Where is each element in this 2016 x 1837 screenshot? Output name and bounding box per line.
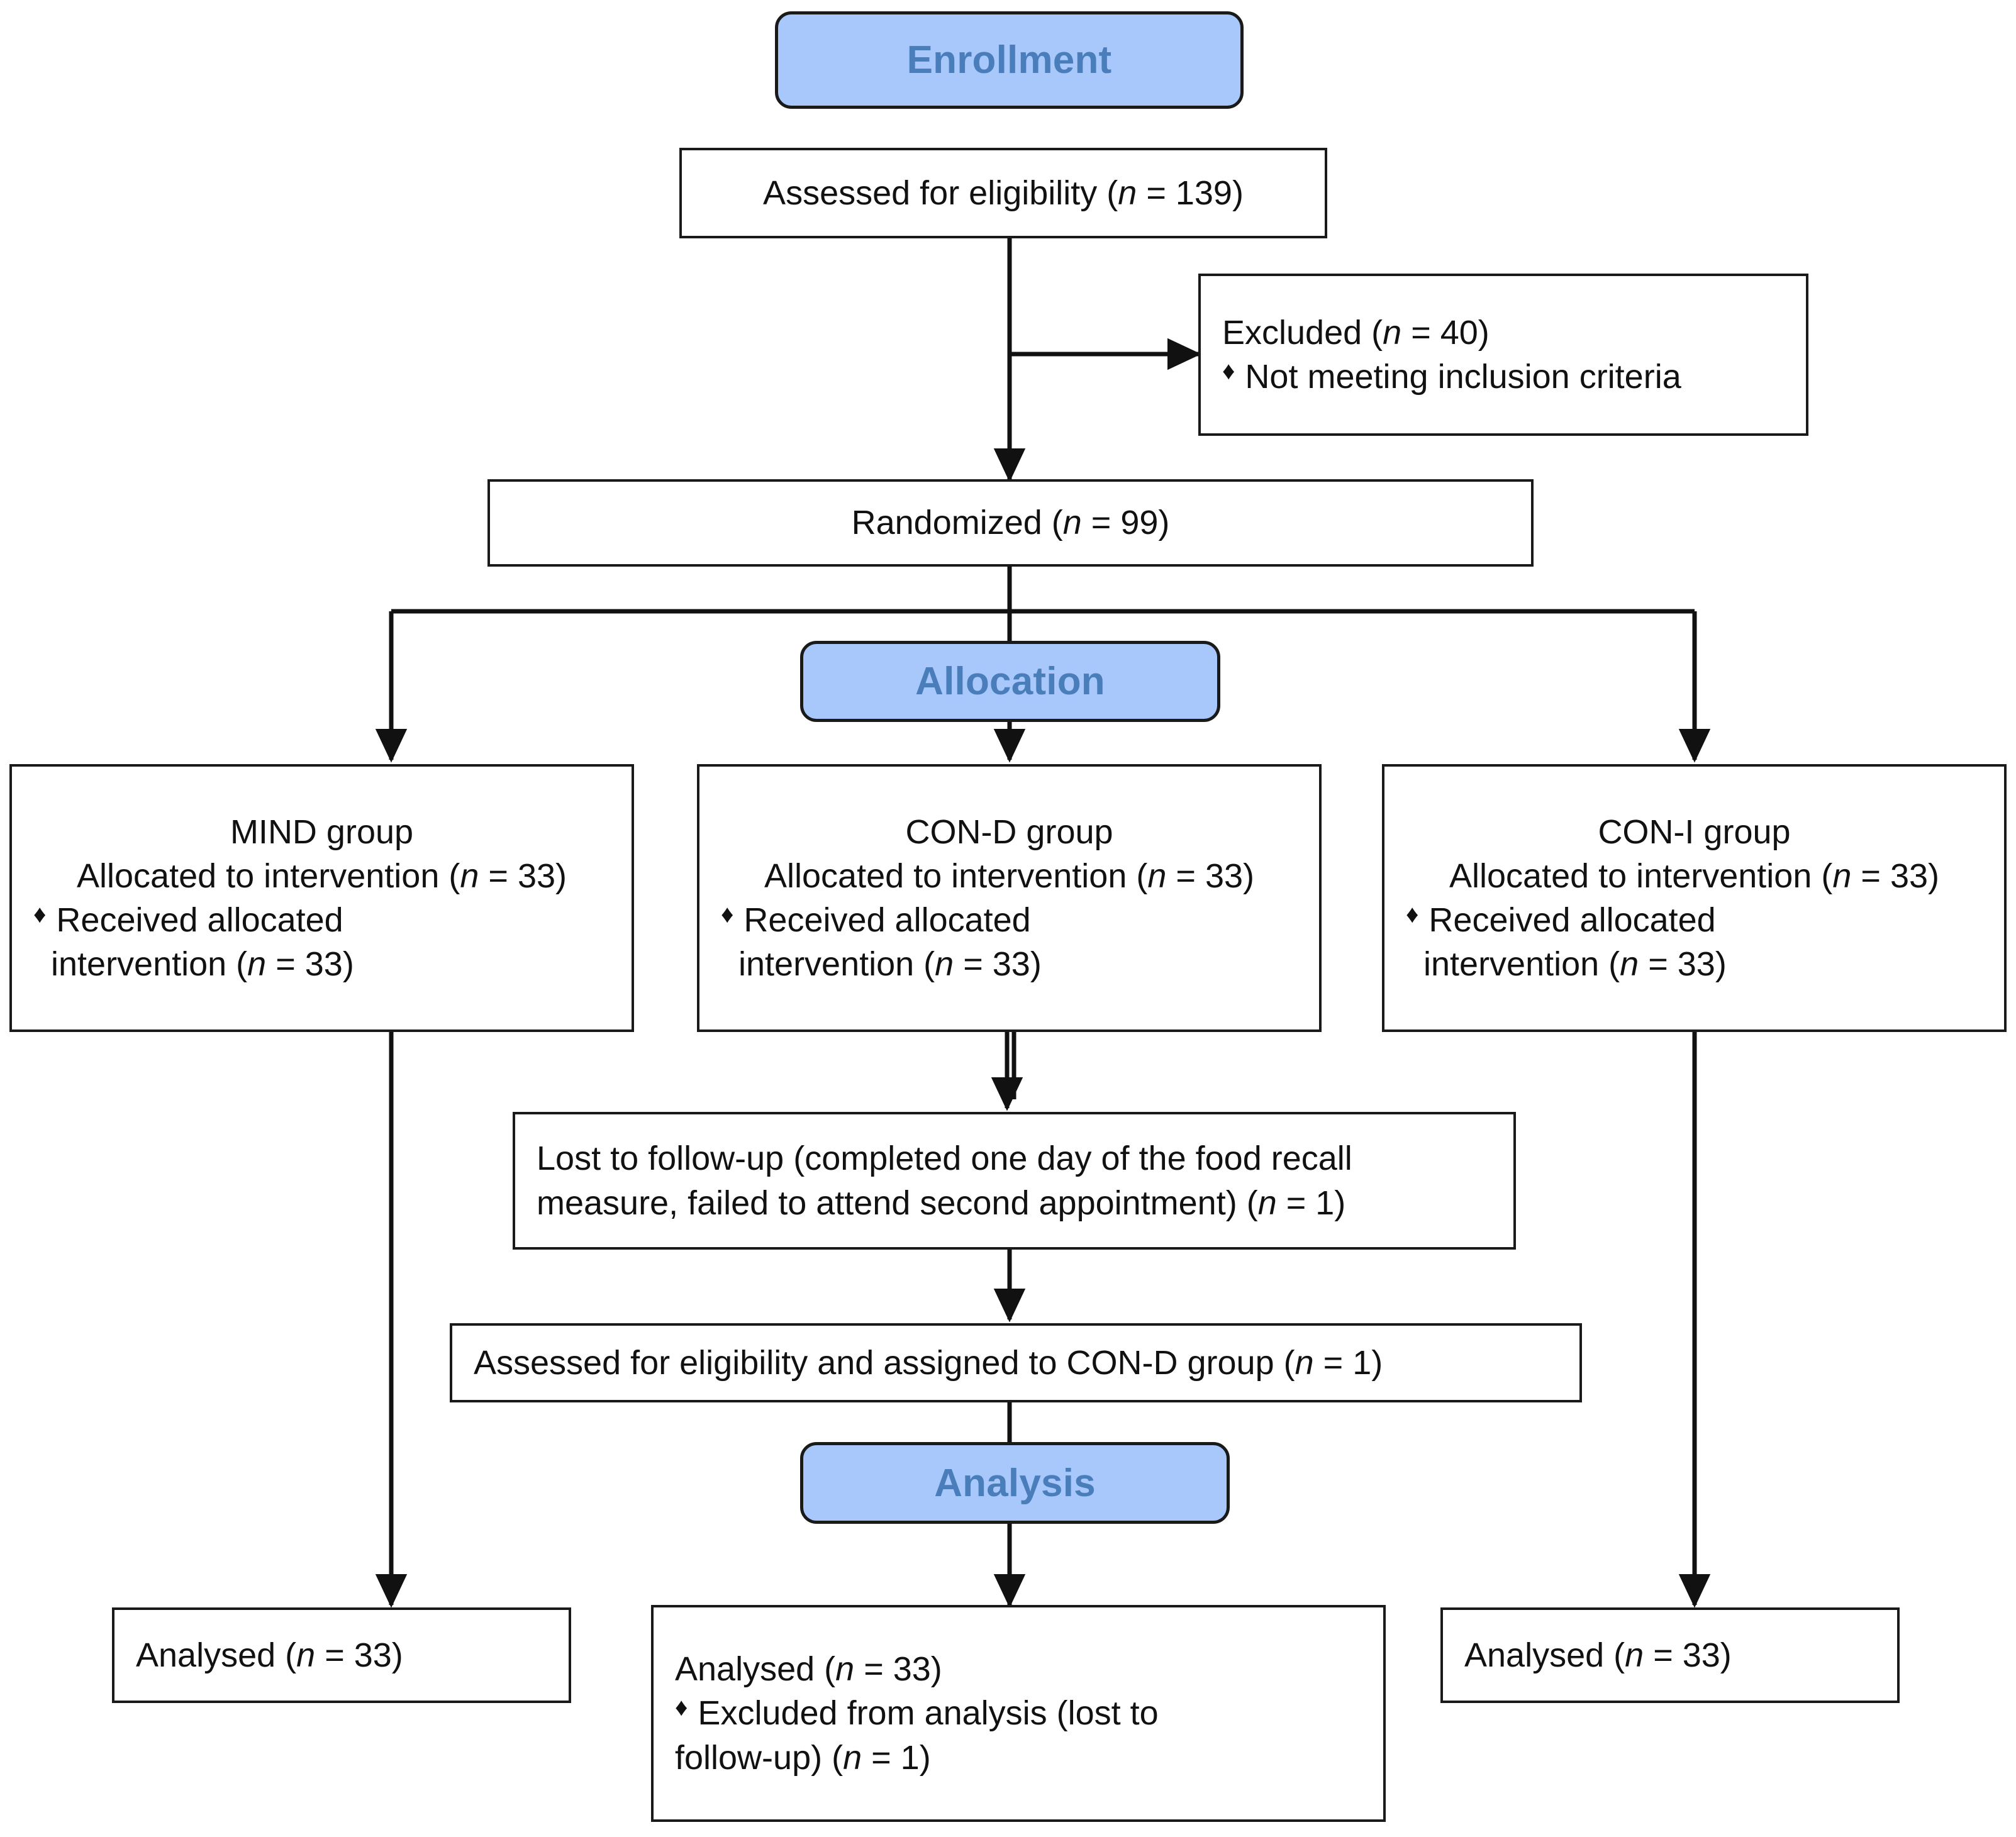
- cond-received-count-text: intervention (n = 33): [738, 945, 1042, 984]
- box-coni-group: CON-I group Allocated to intervention (n…: [1382, 764, 2007, 1032]
- excluded-reason-text: Not meeting inclusion criteria: [1245, 358, 1681, 396]
- box-analysed-coni: Analysed (n = 33): [1440, 1607, 1900, 1703]
- italic-n: n: [843, 1738, 862, 1777]
- stage-header-analysis: Analysis: [800, 1442, 1230, 1524]
- italic-n: n: [1625, 1636, 1644, 1674]
- box-randomized: Randomized (n = 99): [487, 479, 1534, 567]
- italic-n: n: [835, 1650, 855, 1689]
- coni-received-row: ♦ Received allocated: [1384, 898, 2004, 942]
- italic-n: n: [1147, 857, 1167, 895]
- diamond-bullet-icon: ♦: [721, 901, 734, 928]
- box-mind-group: MIND group Allocated to intervention (n …: [9, 764, 634, 1032]
- box-reassigned-to-cond: Assessed for eligibility and assigned to…: [450, 1323, 1582, 1402]
- analysed-mid-excluded-row: ♦ Excluded from analysis (lost to: [654, 1691, 1383, 1735]
- italic-n: n: [460, 857, 479, 895]
- box-lost-to-followup: Lost to follow-up (completed one day of …: [513, 1112, 1516, 1250]
- italic-n: n: [1620, 945, 1639, 984]
- mind-received-row: ♦ Received allocated: [12, 898, 632, 942]
- analysed-mid-excluded-text: Excluded from analysis (lost to: [698, 1694, 1159, 1733]
- italic-n: n: [296, 1636, 316, 1674]
- stage-header-analysis-label: Analysis: [934, 1461, 1096, 1505]
- cond-received-text: Received allocated: [743, 901, 1031, 939]
- box-analysed-mind: Analysed (n = 33): [112, 1607, 571, 1703]
- box-analysed-cond: Analysed (n = 33) ♦ Excluded from analys…: [651, 1605, 1386, 1822]
- italic-n: n: [1383, 313, 1402, 352]
- randomized-text: Randomized (n = 99): [851, 504, 1170, 542]
- diamond-bullet-icon: ♦: [33, 901, 47, 928]
- assessed-text: Assessed for eligibility (n = 139): [763, 174, 1244, 212]
- cond-group-title: CON-D group: [905, 813, 1113, 851]
- diamond-bullet-icon: ♦: [1406, 901, 1419, 928]
- coni-received-text: Received allocated: [1428, 901, 1716, 939]
- box-cond-group: CON-D group Allocated to intervention (n…: [697, 764, 1322, 1032]
- cond-received-row: ♦ Received allocated: [699, 898, 1319, 942]
- italic-n: n: [1062, 504, 1082, 542]
- stage-header-enrollment-label: Enrollment: [906, 38, 1112, 82]
- cond-allocated-text: Allocated to intervention (n = 33): [764, 857, 1254, 895]
- box-assessed-for-eligibility: Assessed for eligibility (n = 139): [679, 148, 1327, 238]
- stage-header-allocation: Allocation: [800, 641, 1220, 722]
- italic-n: n: [1257, 1184, 1277, 1222]
- lost-followup-line1: Lost to follow-up (completed one day of …: [537, 1140, 1352, 1178]
- analysed-mid-excluded-count-text: follow-up) (n = 1): [675, 1738, 931, 1777]
- analysed-mid-count-text: Analysed (n = 33): [675, 1650, 942, 1689]
- mind-received-count-text: intervention (n = 33): [51, 945, 354, 984]
- excluded-reason-row: ♦ Not meeting inclusion criteria: [1201, 355, 1806, 399]
- stage-header-enrollment: Enrollment: [775, 11, 1244, 109]
- analysed-right-text: Analysed (n = 33): [1464, 1636, 1732, 1674]
- lost-followup-line2: measure, failed to attend second appoint…: [537, 1184, 1346, 1222]
- mind-group-title: MIND group: [230, 813, 414, 851]
- italic-n: n: [1295, 1343, 1314, 1382]
- diamond-bullet-icon: ♦: [1222, 357, 1235, 385]
- italic-n: n: [1832, 857, 1852, 895]
- mind-allocated-text: Allocated to intervention (n = 33): [77, 857, 567, 895]
- mind-received-text: Received allocated: [56, 901, 343, 939]
- italic-n: n: [1118, 174, 1137, 212]
- diamond-bullet-icon: ♦: [675, 1694, 688, 1722]
- reassigned-text: Assessed for eligibility and assigned to…: [474, 1343, 1383, 1382]
- italic-n: n: [935, 945, 954, 984]
- analysed-left-text: Analysed (n = 33): [136, 1636, 403, 1674]
- box-excluded: Excluded (n = 40) ♦ Not meeting inclusio…: [1198, 274, 1808, 436]
- coni-received-count-text: intervention (n = 33): [1423, 945, 1727, 984]
- coni-group-title: CON-I group: [1598, 813, 1791, 851]
- stage-header-allocation-label: Allocation: [915, 660, 1105, 703]
- italic-n: n: [247, 945, 267, 984]
- coni-allocated-text: Allocated to intervention (n = 33): [1449, 857, 1939, 895]
- excluded-count-text: Excluded (n = 40): [1222, 313, 1490, 352]
